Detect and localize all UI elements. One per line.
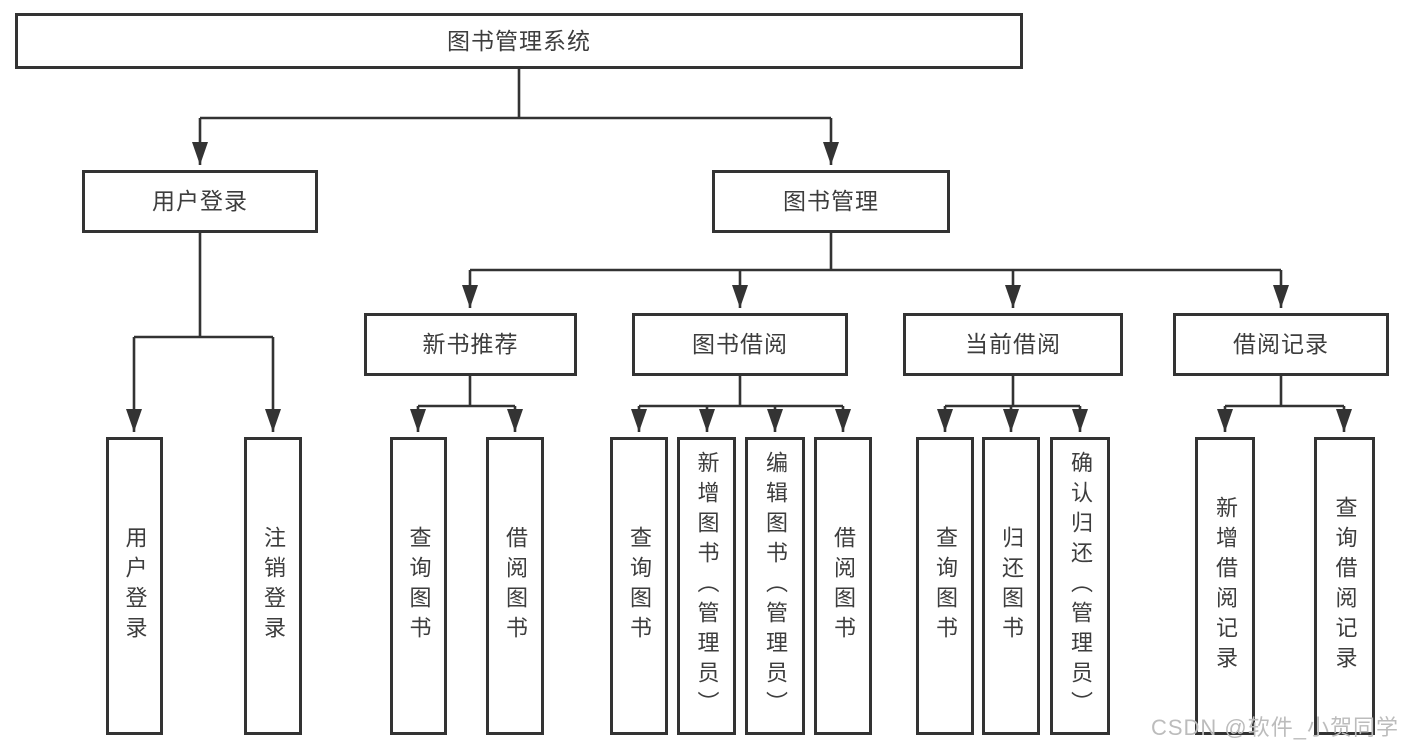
leaf-query-books: 查询图书: [390, 437, 447, 735]
csdn-watermark: CSDN @软件_小贺同学: [1150, 715, 1399, 740]
leaf-confirm-return-admin: 确认归还（管理员）: [1050, 437, 1110, 735]
leaf-borrow-books: 借阅图书: [814, 437, 872, 735]
rail-book-borrow: [639, 376, 843, 408]
node-label: 新增借阅记录: [1213, 496, 1238, 676]
rail-new-book: [418, 376, 515, 408]
node-label: 图书管理: [783, 188, 879, 214]
node-label: 新书推荐: [422, 331, 519, 357]
node-label: 当前借阅: [965, 331, 1061, 357]
node-label: 查询图书: [406, 526, 432, 646]
node-label: 借阅图书: [503, 526, 528, 646]
node-label: 图书管理系统: [447, 27, 591, 54]
leaf-user-login: 用户登录: [106, 437, 163, 735]
node-label: 查询借阅记录: [1332, 496, 1358, 676]
node-label: 图书借阅: [692, 331, 788, 357]
rail-current-borrow: [945, 376, 1080, 408]
leaf-borrow-books: 借阅图书: [486, 437, 544, 735]
node-user-login: 用户登录: [82, 170, 318, 233]
node-label: 确认归还（管理员）: [1068, 451, 1093, 721]
node-new-book-recommendation: 新书推荐: [364, 313, 577, 376]
node-label: 归还图书: [999, 526, 1024, 646]
node-label: 用户登录: [122, 526, 148, 646]
node-label: 编辑图书（管理员）: [763, 451, 788, 721]
rail-root: [200, 69, 831, 120]
leaf-return-books: 归还图书: [982, 437, 1040, 735]
leaf-add-borrow-record: 新增借阅记录: [1195, 437, 1255, 735]
node-current-borrowing: 当前借阅: [903, 313, 1123, 376]
leaf-add-books-admin: 新增图书（管理员）: [677, 437, 736, 735]
node-book-management: 图书管理: [712, 170, 950, 233]
leaf-query-books: 查询图书: [610, 437, 668, 735]
rail-borrow-record: [1225, 376, 1344, 408]
node-borrowing-records: 借阅记录: [1173, 313, 1389, 376]
leaf-query-books: 查询图书: [916, 437, 974, 735]
rail-user-login: [134, 233, 273, 339]
node-label: 用户登录: [152, 188, 248, 214]
node-label: 查询图书: [627, 526, 652, 646]
rail-book-management: [470, 233, 1281, 272]
node-label: 借阅记录: [1233, 331, 1329, 357]
node-label: 注销登录: [261, 526, 286, 646]
node-label: 新增图书（管理员）: [694, 451, 720, 721]
node-library-management-system: 图书管理系统: [15, 13, 1023, 69]
leaf-logout: 注销登录: [244, 437, 302, 735]
node-label: 查询图书: [933, 526, 958, 646]
leaf-edit-books-admin: 编辑图书（管理员）: [745, 437, 805, 735]
leaf-query-borrow-record: 查询借阅记录: [1314, 437, 1375, 735]
node-book-borrowing: 图书借阅: [632, 313, 848, 376]
node-label: 借阅图书: [831, 526, 856, 646]
